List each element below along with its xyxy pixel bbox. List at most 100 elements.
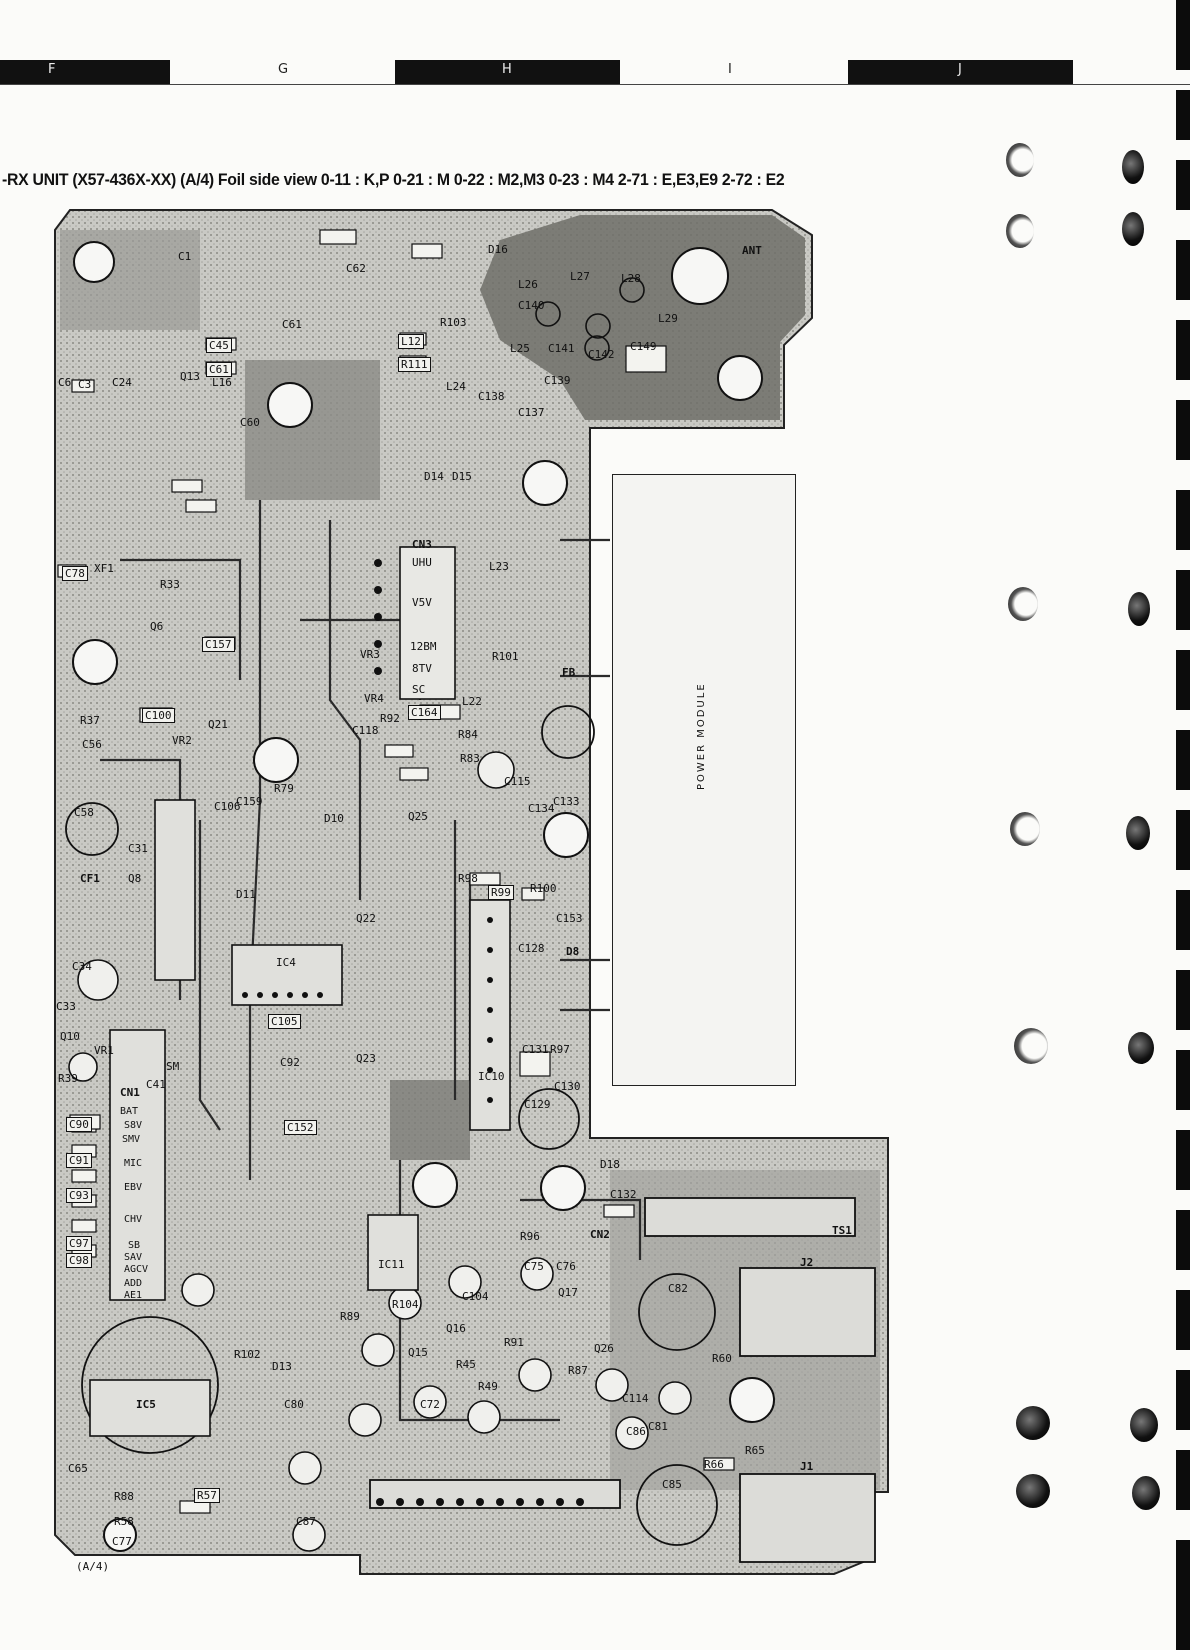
label-c106: C106 — [214, 800, 241, 813]
label-cn3: CN3 — [412, 538, 432, 551]
column-label-j: J — [958, 62, 962, 77]
label-cf1: CF1 — [80, 872, 100, 885]
label-c56: C56 — [82, 738, 102, 751]
label-c159: C159 — [236, 795, 263, 808]
column-label-i: I — [728, 62, 732, 77]
label-c3: C3 — [78, 378, 92, 391]
label-c1: C1 — [178, 250, 192, 263]
label-c65: C65 — [68, 1462, 88, 1475]
label-c128: C128 — [518, 942, 545, 955]
label-l25: L25 — [510, 342, 530, 355]
label-q17: Q17 — [558, 1286, 578, 1299]
label-c6: C6 — [58, 376, 72, 389]
label-c78: C78 — [62, 566, 88, 581]
edge-mark — [1176, 810, 1190, 870]
cn1-pin-bat: BAT — [120, 1106, 139, 1117]
label-c24: C24 — [112, 376, 132, 389]
sheet-label: (A/4) — [76, 1560, 110, 1573]
binder-hole-icon — [1130, 1408, 1158, 1442]
label-c31: C31 — [128, 842, 148, 855]
edge-mark — [1176, 970, 1190, 1030]
label-c138: C138 — [478, 390, 505, 403]
label-c77: C77 — [112, 1535, 132, 1548]
label-d13: D13 — [272, 1360, 292, 1373]
label-r101: R101 — [492, 650, 519, 663]
label-c82: C82 — [668, 1282, 688, 1295]
edge-mark — [1176, 1370, 1190, 1430]
cn1-pin-ebv: EBV — [124, 1182, 143, 1193]
edge-mark — [1176, 890, 1190, 950]
label-r92: R92 — [380, 712, 400, 725]
power-module-outline — [612, 474, 796, 1086]
label-c114: C114 — [622, 1392, 649, 1405]
label-c62: C62 — [346, 262, 366, 275]
label-c164: C164 — [408, 705, 441, 720]
label-r88: R88 — [114, 1490, 134, 1503]
label-vr3: VR3 — [360, 648, 380, 661]
label-c61b: C61 — [282, 318, 302, 331]
edge-mark — [1176, 0, 1190, 70]
label-c76: C76 — [556, 1260, 576, 1273]
label-r87: R87 — [568, 1364, 588, 1377]
label-l26: L26 — [518, 278, 538, 291]
label-c41: C41 — [146, 1078, 166, 1091]
binder-hole-icon — [1008, 587, 1038, 621]
cn1-pin-sav: SAV — [124, 1252, 143, 1263]
label-q10: Q10 — [60, 1030, 80, 1043]
label-c130: C130 — [554, 1080, 581, 1093]
edge-mark — [1176, 1210, 1190, 1270]
label-r60: R60 — [712, 1352, 732, 1365]
label-c115: C115 — [504, 775, 531, 788]
edge-mark — [1176, 240, 1190, 300]
label-q8: Q8 — [128, 872, 142, 885]
label-d10: D10 — [324, 812, 344, 825]
label-c75: C75 — [524, 1260, 544, 1273]
column-label-g: G — [278, 62, 289, 77]
label-r33: R33 — [160, 578, 180, 591]
binder-hole-icon — [1128, 1032, 1154, 1064]
edge-mark — [1176, 650, 1190, 710]
label-r99: R99 — [488, 885, 514, 900]
label-c91: C91 — [66, 1153, 92, 1168]
label-c72: C72 — [420, 1398, 440, 1411]
label-r103: R103 — [440, 316, 467, 329]
label-r97: R97 — [550, 1043, 570, 1056]
label-cn2: CN2 — [590, 1228, 610, 1241]
label-c134: C134 — [528, 802, 555, 815]
label-j1: J1 — [800, 1460, 814, 1473]
label-j2: J2 — [800, 1256, 814, 1269]
binder-hole-icon — [1016, 1474, 1050, 1508]
column-label-h: H — [502, 62, 512, 77]
binder-hole-icon — [1128, 592, 1150, 626]
label-c60: C60 — [240, 416, 260, 429]
label-ic11: IC11 — [378, 1258, 405, 1271]
label-c86: C86 — [626, 1425, 646, 1438]
binder-hole-icon — [1122, 150, 1144, 184]
label-q26: Q26 — [594, 1342, 614, 1355]
label-c104: C104 — [462, 1290, 489, 1303]
label-q13: Q13 — [180, 370, 200, 383]
cn1-pin-chv: CHV — [124, 1214, 143, 1225]
label-c132: C132 — [610, 1188, 637, 1201]
label-r49: R49 — [478, 1380, 498, 1393]
label-r83: R83 — [460, 752, 480, 765]
page-title: -RX UNIT (X57-436X-XX) (A/4) Foil side v… — [2, 170, 785, 189]
cn3-pin-12bm: 12BM — [410, 640, 437, 653]
label-c90: C90 — [66, 1117, 92, 1132]
label-r58: R58 — [114, 1515, 134, 1528]
column-j-bar — [848, 60, 1073, 84]
label-c133: C133 — [553, 795, 580, 808]
label-c100: C100 — [142, 708, 175, 723]
label-c34: C34 — [72, 960, 92, 973]
edge-mark — [1176, 570, 1190, 630]
cn1-pin-s8v: S8V — [124, 1120, 143, 1131]
label-sm: SM — [166, 1060, 180, 1073]
cn1-pin-agcv: AGCV — [124, 1264, 149, 1275]
edge-mark — [1176, 1540, 1190, 1650]
label-c97: C97 — [66, 1236, 92, 1251]
label-l28: L28 — [621, 272, 641, 285]
label-vr1: VR1 — [94, 1044, 114, 1057]
binder-hole-icon — [1122, 212, 1144, 246]
label-xf1: XF1 — [94, 562, 114, 575]
